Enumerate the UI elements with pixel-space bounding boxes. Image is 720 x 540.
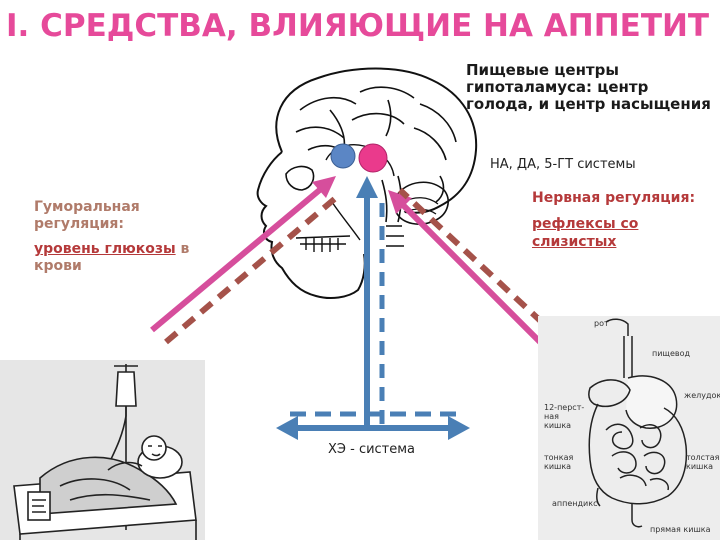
gi-label-stomach: желудок: [684, 391, 720, 400]
nervous-regulation-block: Нервная регуляция: рефлексы со слизистых: [532, 189, 712, 251]
gi-label-small-2: кишка: [544, 462, 571, 471]
gi-label-duodenum-3: кишка: [544, 421, 571, 430]
gi-label-esophagus: пищевод: [652, 349, 690, 358]
gi-label-appendix: аппендикс: [552, 499, 597, 508]
gi-label-duodenum-2: ная: [544, 412, 559, 421]
glucose-level-link[interactable]: уровень глюкозы: [34, 241, 176, 257]
humoral-regulation-heading: Гуморальная регуляция:: [34, 199, 204, 233]
patient-iv-illustration: [0, 360, 205, 540]
digestive-tract-illustration: рот пищевод желудок 12-перст- ная кишка …: [538, 316, 720, 540]
humoral-regulation-block: Гуморальная регуляция: уровень глюкозы в…: [34, 199, 204, 275]
mucosal-reflexes-link[interactable]: рефлексы со слизистых: [532, 216, 638, 250]
nervous-regulation-heading: Нервная регуляция:: [532, 189, 712, 207]
gi-label-rectum: прямая кишка: [650, 525, 711, 534]
slide-title: I. СРЕДСТВА, ВЛИЯЮЩИЕ НА АППЕТИТ: [6, 8, 709, 44]
gi-label-small-1: тонкая: [544, 453, 574, 462]
satiety-center-node: [359, 144, 387, 172]
gi-label-large-2: кишка: [686, 462, 713, 471]
cholinergic-arrow: [356, 176, 382, 426]
hypothalamus-caption: Пищевые центры гипоталамуса: центр голод…: [466, 62, 716, 113]
neurotransmitter-systems-label: НА, ДА, 5-ГТ системы: [490, 157, 636, 172]
cholinergic-horizontal-arrow: [276, 414, 470, 440]
hunger-center-node: [331, 144, 355, 168]
gi-label-duodenum-1: 12-перст-: [544, 403, 584, 412]
gi-label-mouth: рот: [594, 319, 609, 328]
gi-label-large-1: толстая: [686, 453, 720, 462]
cholinergic-system-label: ХЭ - система: [328, 442, 415, 457]
